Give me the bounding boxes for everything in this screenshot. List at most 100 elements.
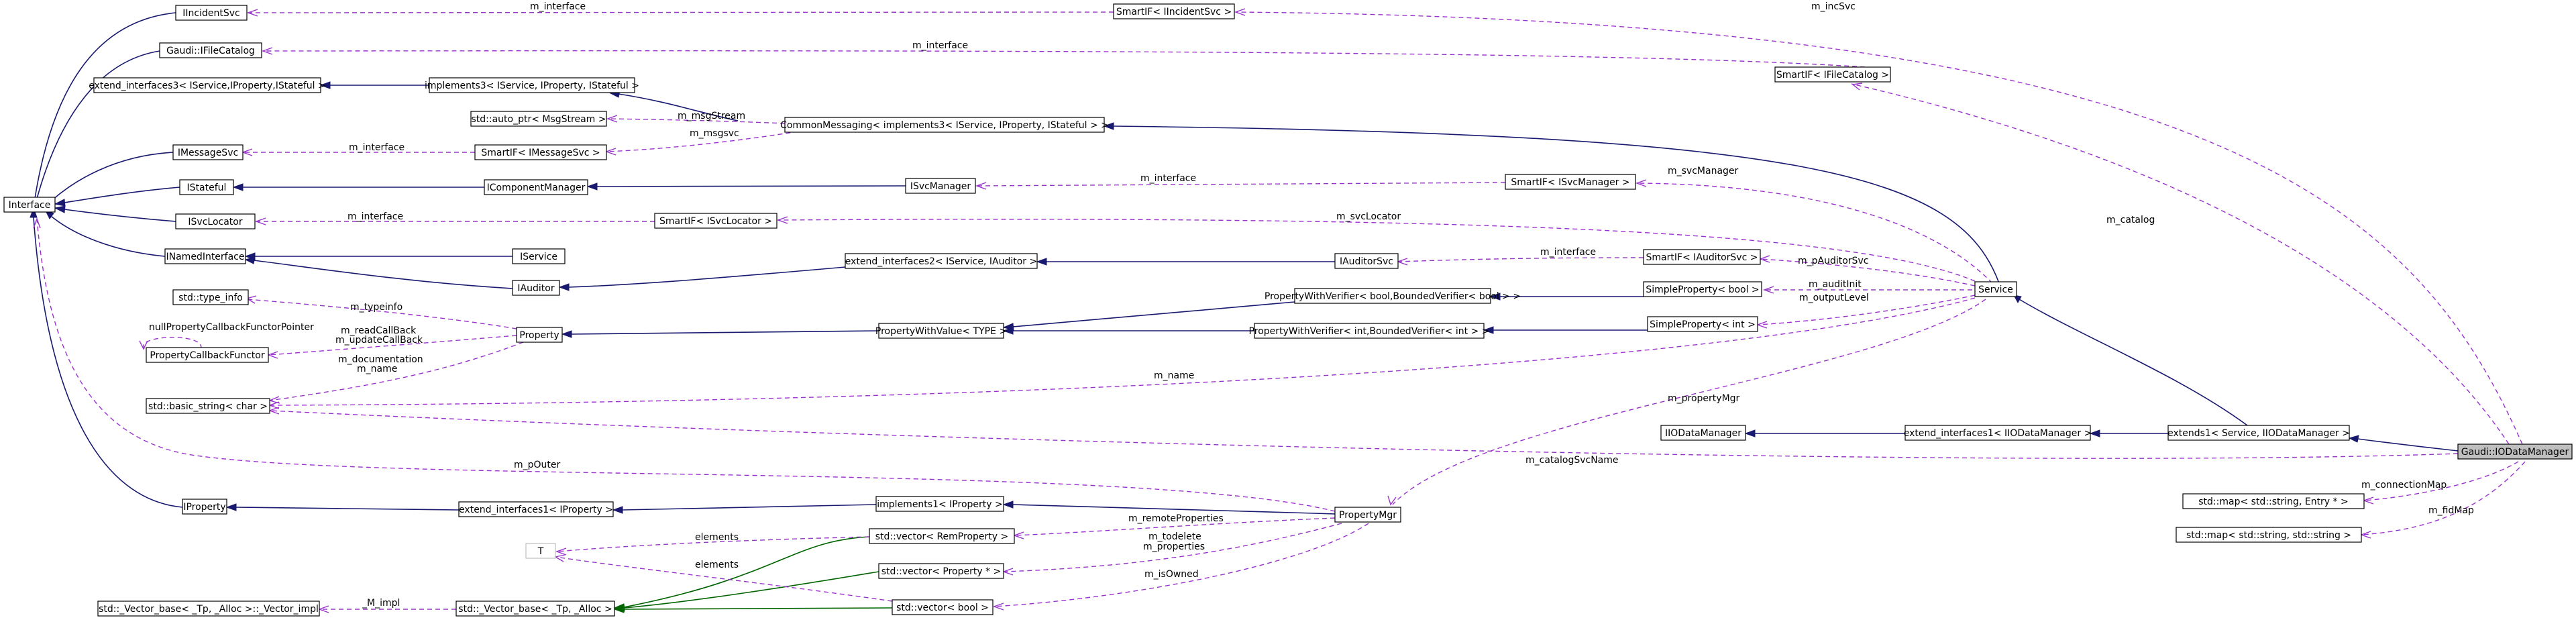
edge-iodm-basicstring: m_catalogSvcName: [268, 407, 2459, 466]
edge-iauditorsvc-extend2: [1036, 258, 1335, 266]
node-label: std::map< std::string, Entry * >: [2198, 497, 2348, 507]
node-label: INamedInterface: [166, 252, 245, 262]
node-auto-ptr-msgstream[interactable]: std::auto_ptr< MsgStream >: [470, 111, 607, 127]
node-commonmessaging[interactable]: CommonMessaging< implements3< IService, …: [780, 117, 1109, 133]
node-gaudi-iodatamanager[interactable]: Gaudi::IODataManager: [2457, 444, 2573, 460]
node-implements1[interactable]: implements1< IProperty >: [875, 496, 1004, 512]
edge-iodm-mapentry: m_connectionMap: [2361, 461, 2519, 505]
node-label: Property: [519, 330, 559, 341]
node-vector-bool[interactable]: std::vector< bool >: [892, 599, 994, 615]
node-extends1[interactable]: extends1< Service, IIODataManager >: [2167, 425, 2350, 441]
node-label: std::map< std::string, std::string >: [2186, 530, 2351, 541]
node-imessagesvc[interactable]: IMessageSvc: [172, 144, 244, 160]
node-pwv-int[interactable]: PropertyWithVerifier< int,BoundedVerifie…: [1249, 323, 1490, 339]
edge-label-m-interface-4: m_interface: [1140, 173, 1196, 184]
edge-propertymgr-interface: m_pOuter: [33, 217, 1336, 512]
node-gaudi-ifilecatalog[interactable]: Gaudi::IFileCatalog: [159, 42, 262, 58]
edge-label-m-todelete: m_todelete: [1148, 531, 1201, 542]
node-type-info[interactable]: std::type_info: [172, 289, 249, 305]
node-vector-remproperty[interactable]: std::vector< RemProperty >: [869, 528, 1015, 544]
node-smartif-isvcmanager[interactable]: SmartIF< ISvcManager >: [1505, 174, 1636, 190]
node-label: SimpleProperty< int >: [1650, 319, 1756, 330]
node-label: Gaudi::IODataManager: [2461, 447, 2569, 458]
node-extend-interfaces1-iodm[interactable]: extend_interfaces1< IIODataManager >: [1904, 425, 2092, 441]
node-pwv-bool[interactable]: PropertyWithVerifier< bool,BoundedVerifi…: [1265, 288, 1521, 304]
edge-iproperty-interface: [30, 207, 183, 508]
node-label: SmartIF< IFileCatalog >: [1776, 70, 1889, 81]
node-map-entry[interactable]: std::map< std::string, Entry * >: [2182, 493, 2365, 509]
node-iauditor[interactable]: IAuditor: [512, 280, 560, 296]
node-simpleproperty-int[interactable]: SimpleProperty< int >: [1647, 316, 1758, 332]
node-t[interactable]: T: [525, 543, 556, 559]
node-extend-interfaces2[interactable]: extend_interfaces2< IService, IAuditor >: [845, 253, 1038, 269]
node-extend-interfaces3[interactable]: extend_interfaces3< IService,IProperty,I…: [89, 77, 326, 93]
node-label: IAuditor: [517, 283, 554, 294]
edge-label-m-catalogsvcname: m_catalogSvcName: [1525, 455, 1619, 466]
node-propertycallbackfunctor[interactable]: PropertyCallbackFunctor: [146, 347, 269, 363]
node-vector-base-impl[interactable]: std::_Vector_base< _Tp, _Alloc >::_Vecto…: [97, 601, 320, 617]
node-inamedinterface[interactable]: INamedInterface: [164, 248, 246, 264]
node-smartif-ifilecatalog[interactable]: SmartIF< IFileCatalog >: [1774, 66, 1891, 83]
edge-property-basicstring: m_documentation m_name: [268, 342, 524, 404]
edge-service-smartifaudsvc: m_pAuditorSvc: [1758, 255, 1976, 287]
node-vector-base[interactable]: std::_Vector_base< _Tp, _Alloc >: [455, 601, 615, 617]
node-smartif-iauditorsvc[interactable]: SmartIF< IAuditorSvc >: [1643, 249, 1761, 265]
edge-label-m-interface-2: m_interface: [912, 40, 968, 51]
node-label: SmartIF< ISvcLocator >: [659, 216, 772, 227]
node-label: std::_Vector_base< _Tp, _Alloc >::_Vecto…: [99, 604, 319, 615]
node-service[interactable]: Service: [1974, 281, 2017, 297]
node-interface[interactable]: Interface: [3, 197, 56, 213]
node-iservice[interactable]: IService: [512, 248, 566, 264]
node-map-string[interactable]: std::map< std::string, std::string >: [2176, 527, 2362, 543]
node-extend-interfaces1-iprop[interactable]: extend_interfaces1< IProperty >: [458, 501, 614, 517]
edge-label-m-svclocator: m_svcLocator: [1336, 211, 1401, 222]
edge-extends1-extend1iodm: [2089, 429, 2168, 437]
edge-label-m-impl: _M_impl: [362, 598, 400, 609]
edge-smartifcatalog-ifilecatalog: m_interface: [261, 40, 1866, 68]
node-label: IMessageSvc: [178, 148, 238, 158]
node-label: extend_interfaces2< IService, IAuditor >: [845, 256, 1037, 267]
edge-property-callback: m_readCallBack m_updateCallBack: [266, 325, 517, 359]
node-iincidentsvc[interactable]: IIncidentSvc: [175, 5, 248, 21]
edge-iincidentsvc-interface: [31, 12, 176, 209]
node-label: CommonMessaging< implements3< IService, …: [780, 120, 1109, 131]
node-propertywithvalue[interactable]: PropertyWithValue< TYPE >: [875, 323, 1007, 339]
edge-label-m-documentation: m_documentation: [338, 354, 423, 365]
node-label: std::vector< bool >: [896, 603, 989, 613]
node-label: IService: [520, 252, 557, 262]
node-label: std::auto_ptr< MsgStream >: [471, 114, 606, 125]
node-implements3[interactable]: implements3< IService, IProperty, IState…: [425, 77, 639, 93]
edge-iodm-smartifincident: m_incSvc: [1234, 1, 2523, 445]
node-simpleproperty-bool[interactable]: SimpleProperty< bool >: [1643, 281, 1762, 297]
node-icomponentmanager[interactable]: IComponentManager: [484, 179, 588, 195]
node-iiodatamanager[interactable]: IIODataManager: [1660, 425, 1746, 441]
node-property[interactable]: Property: [516, 327, 563, 343]
edge-label-m-svcmanager: m_svcManager: [1668, 166, 1739, 176]
node-label: PropertyMgr: [1339, 510, 1397, 521]
node-smartif-imessagesvc[interactable]: SmartIF< IMessageSvc >: [474, 144, 607, 160]
edge-label-m-auditinit: m_auditInit: [1809, 279, 1862, 290]
node-iauditorsvc[interactable]: IAuditorSvc: [1334, 253, 1399, 269]
node-smartif-iincidentsvc[interactable]: SmartIF< IIncidentSvc >: [1113, 3, 1235, 19]
node-label: PropertyWithValue< TYPE >: [875, 326, 1007, 337]
edge-commonmessaging-autoptr: m_msgStream: [606, 111, 786, 124]
node-smartif-isvclocator[interactable]: SmartIF< ISvcLocator >: [654, 213, 777, 229]
edge-smartifaudsvc-iauditorsvc: m_interface: [1396, 247, 1644, 266]
edge-extend1prop-iproperty: [225, 503, 460, 511]
node-label: Interface: [9, 200, 51, 211]
node-iproperty[interactable]: IProperty: [182, 499, 227, 515]
edge-label-m-interface-3: m_interface: [349, 142, 405, 153]
edge-label-m-outputlevel: m_outputLevel: [1799, 293, 1869, 303]
node-basic-string[interactable]: std::basic_string< char >: [146, 398, 270, 414]
edge-service-smartifsvcloc: m_svcLocator: [776, 211, 1983, 285]
node-istateful[interactable]: IStateful: [179, 179, 234, 195]
edge-imessagesvc-interface: [46, 152, 174, 206]
node-vector-propertyptr[interactable]: std::vector< Property * >: [878, 563, 1004, 579]
edge-smartifsvcmgr-isvcmanager: m_interface: [975, 173, 1506, 190]
node-isvcmanager[interactable]: ISvcManager: [905, 178, 976, 194]
edge-label-m-isowned: m_isOwned: [1144, 569, 1199, 580]
edge-propertymgr-vecremprop: m_remoteProperties: [1012, 513, 1336, 539]
node-propertymgr[interactable]: PropertyMgr: [1334, 507, 1401, 523]
node-label: SimpleProperty< bool >: [1646, 284, 1759, 295]
node-isvclocator[interactable]: ISvcLocator: [175, 213, 256, 229]
